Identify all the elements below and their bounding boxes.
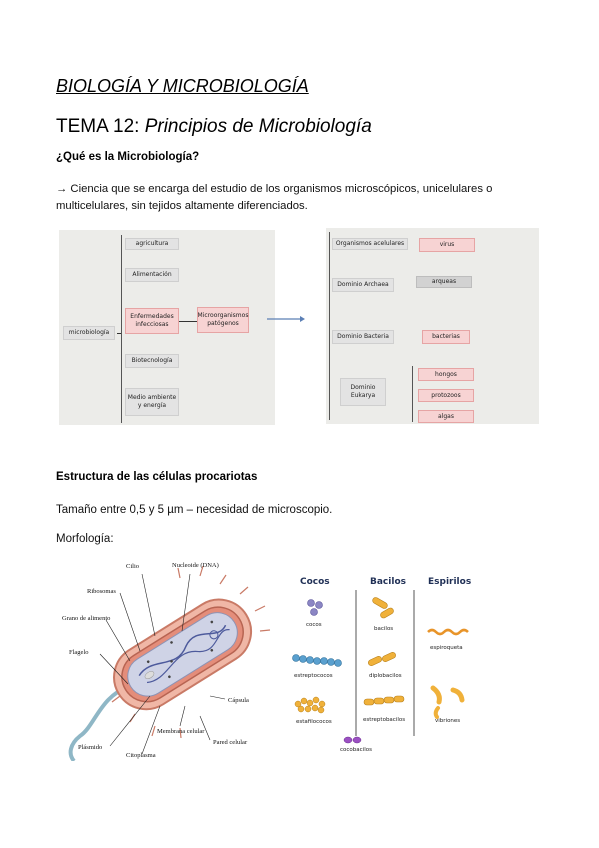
topic-prefix: TEMA 12: (56, 116, 145, 137)
label-bacilos: bacilos (374, 626, 394, 632)
label-citoplasma: Citoplasma (126, 752, 156, 759)
bracket-line (121, 235, 122, 423)
food-granule-shape (144, 671, 155, 680)
row-eukarya-label: Dominio Eukarya (340, 378, 386, 406)
label-membrana: Membrana celular (157, 728, 205, 735)
arrow-right-icon (267, 316, 305, 322)
label-cilio: Cilio (126, 563, 140, 570)
nucleoid-shape (138, 624, 227, 677)
arrow-icon: → (56, 183, 68, 195)
item-alimentacion: Alimentación (125, 268, 179, 282)
question-heading: ¿Qué es la Microbiología? (56, 151, 200, 163)
header-bacilos: Bacilos (370, 577, 406, 587)
row-hongos: hongos (418, 368, 474, 381)
row-virus: virus (419, 238, 475, 252)
row-archaea-label: Dominio Archaea (332, 278, 394, 292)
label-ribosomas: Ribosomas (87, 588, 116, 595)
header-espirilos: Espirilos (428, 577, 472, 587)
definition-line-2: multicelulares, sin tejidos altamente di… (56, 200, 308, 212)
item-enfermedades: Enfermedades infecciosas (125, 308, 179, 334)
bracket-line (329, 232, 330, 420)
label-cocos: cocos (306, 622, 322, 628)
definition-paragraph: → Ciencia que se encarga del estudio de … (56, 181, 556, 215)
item-medio-ambiente: Medio ambiente y energía (125, 388, 179, 416)
label-capsula: Cápsula (228, 697, 249, 704)
root-box: microbiología (63, 326, 115, 340)
label-cocobacilos: cocobacilos (340, 747, 372, 753)
target-patogenos: Microorganismos patógenos (197, 307, 249, 333)
plasmid-shape (209, 630, 219, 640)
prokaryotic-cell-illustration (68, 565, 271, 761)
row-bacterias: bacterias (422, 330, 470, 344)
label-estafilococos: estafilococos (296, 719, 332, 725)
label-espiroqueta: espiroqueta (430, 645, 463, 651)
diagram-right: Organismos acelulares virus Dominio Arch… (326, 228, 539, 424)
connector (117, 333, 121, 334)
row-protozoos: protozoos (418, 389, 474, 402)
diagram-left: microbiología agricultura Alimentación E… (59, 230, 275, 425)
row-algas: algas (418, 410, 474, 423)
bracket-line (412, 366, 413, 422)
label-vibriones: vibriones (435, 718, 461, 724)
label-plasmido: Plásmido (78, 744, 103, 751)
label-pared: Pared celular (213, 739, 248, 746)
row-acelulares-label: Organismos acelulares (332, 238, 408, 250)
header-cocos: Cocos (300, 577, 330, 587)
label-diplobacilos: diplobacilos (369, 673, 402, 679)
topic-name: Principios de Microbiología (144, 116, 372, 137)
topic-heading: TEMA 12: Principios de Microbiología (56, 116, 372, 138)
label-flagelo: Flagelo (69, 649, 89, 656)
section-heading: Estructura de las células procariotas (56, 471, 258, 483)
definition-line-1: Ciencia que se encarga del estudio de lo… (67, 183, 493, 195)
connector (179, 321, 197, 322)
row-arqueas: arqueas (416, 276, 472, 288)
item-biotecnologia: Biotecnología (125, 354, 179, 368)
item-agricultura: agricultura (125, 238, 179, 250)
document-title: BIOLOGÍA Y MICROBIOLOGÍA (56, 76, 309, 96)
label-nucleoide: Nucleoide (DNA) (172, 562, 219, 569)
label-grano: Grano de alimento (62, 615, 111, 622)
bacteria-shapes-illustration (292, 590, 469, 744)
flagellum-shape (68, 684, 131, 761)
label-estreptococos: estreptococos (294, 673, 333, 679)
size-text: Tamaño entre 0,5 y 5 µm – necesidad de m… (56, 504, 333, 516)
morphology-label: Morfología: (56, 533, 114, 545)
label-estreptobacilos: estreptobacilos (363, 717, 406, 723)
row-bacteria-label: Dominio Bacteria (332, 330, 394, 344)
